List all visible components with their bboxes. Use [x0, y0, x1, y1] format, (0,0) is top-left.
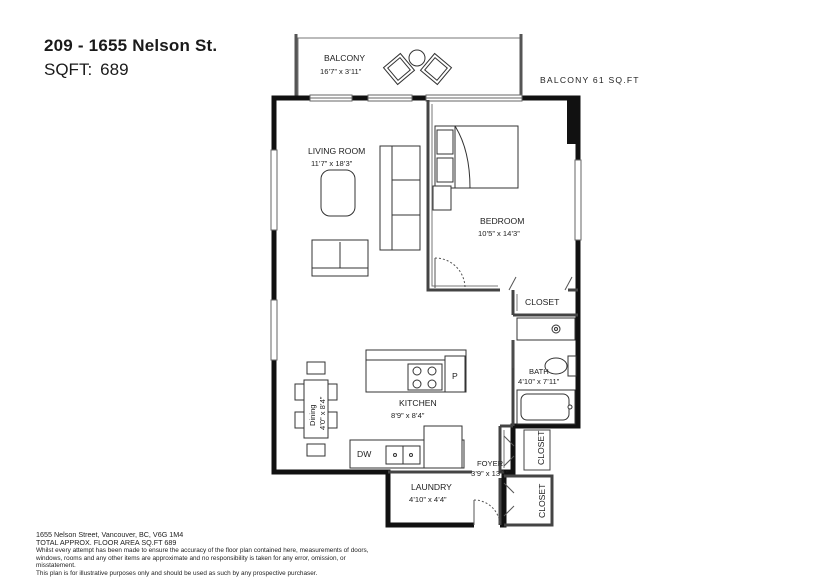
foyer-dims: 3’9” x 13’1” — [471, 469, 509, 478]
footer-disclaimer-3: This plan is for illustrative purposes o… — [36, 569, 318, 577]
foyer-name: FOYER — [477, 459, 504, 468]
laundry-name: LAUNDRY — [411, 482, 452, 492]
listing-address: 209 - 1655 Nelson St. — [44, 36, 218, 55]
closet-label-2: CLOSET — [536, 430, 546, 465]
dining-dims: 4’0” x 8’4” — [318, 396, 327, 430]
dishwasher-label: DW — [357, 449, 372, 459]
pantry-label: P — [452, 371, 458, 381]
bedroom-door — [434, 257, 466, 289]
laundry-dims: 4’10” x 4’4” — [409, 495, 447, 504]
window-right — [574, 159, 582, 241]
coffee-table — [320, 169, 356, 217]
kitchen-dims: 8’9” x 8’4” — [391, 411, 425, 420]
foyer-closet-doors — [503, 435, 515, 517]
kitchen-island — [365, 349, 467, 393]
bed — [432, 125, 519, 211]
balcony — [294, 34, 523, 99]
dining-name: Dining — [308, 404, 317, 426]
balcony-name: BALCONY — [324, 53, 365, 63]
balcony-area: BALCONY 61 SQ.FT — [540, 75, 640, 85]
structural-column — [567, 100, 577, 144]
bedroom-name: BEDROOM — [480, 216, 524, 226]
closet-box-2 — [523, 429, 551, 471]
kitchen-name: KITCHEN — [399, 398, 437, 408]
window-left — [270, 149, 278, 361]
footer: 1655 Nelson Street, Vancouver, BC, V6G 1… — [36, 531, 376, 577]
footer-total-area: TOTAL APPROX. FLOOR AREA SQ.FT 689 — [36, 538, 177, 547]
window-top — [309, 94, 523, 102]
exterior-walls — [271, 95, 581, 528]
balcony-dims: 16’7” x 3’11” — [320, 67, 362, 76]
sqft-value: 689 — [100, 60, 129, 79]
bath-vanity — [516, 317, 576, 341]
closet-label-1: CLOSET — [525, 297, 560, 307]
footer-disclaimer-1: Whilst every attempt has been made to en… — [36, 547, 369, 554]
closet-box-3 — [504, 474, 554, 527]
sqft-label: SQFT: — [44, 60, 93, 79]
bath-name: BATH — [529, 367, 549, 376]
living-room-dims: 11’7” x 18’3” — [311, 159, 353, 168]
sofa — [379, 145, 421, 251]
toilet — [544, 355, 577, 377]
bedroom-dims: 10’5” x 14’3” — [478, 229, 520, 238]
interior-walls — [388, 100, 578, 525]
living-room-name: LIVING ROOM — [308, 146, 365, 156]
kitchen-counter — [349, 425, 465, 469]
closet-doors — [508, 276, 573, 291]
bath-dims: 4’10” x 7’11” — [518, 377, 560, 386]
footer-address: 1655 Nelson Street, Vancouver, BC, V6G 1… — [36, 530, 184, 539]
balcony-chair — [382, 49, 453, 86]
footer-disclaimer-2: windows, rooms and any other items are a… — [36, 554, 346, 570]
bathtub — [516, 389, 576, 425]
dining-table — [294, 361, 338, 457]
armchair — [311, 239, 369, 277]
entry-door — [473, 499, 501, 526]
closet-label-3: CLOSET — [537, 483, 547, 518]
sqft-line: SQFT: 689 — [44, 60, 129, 80]
